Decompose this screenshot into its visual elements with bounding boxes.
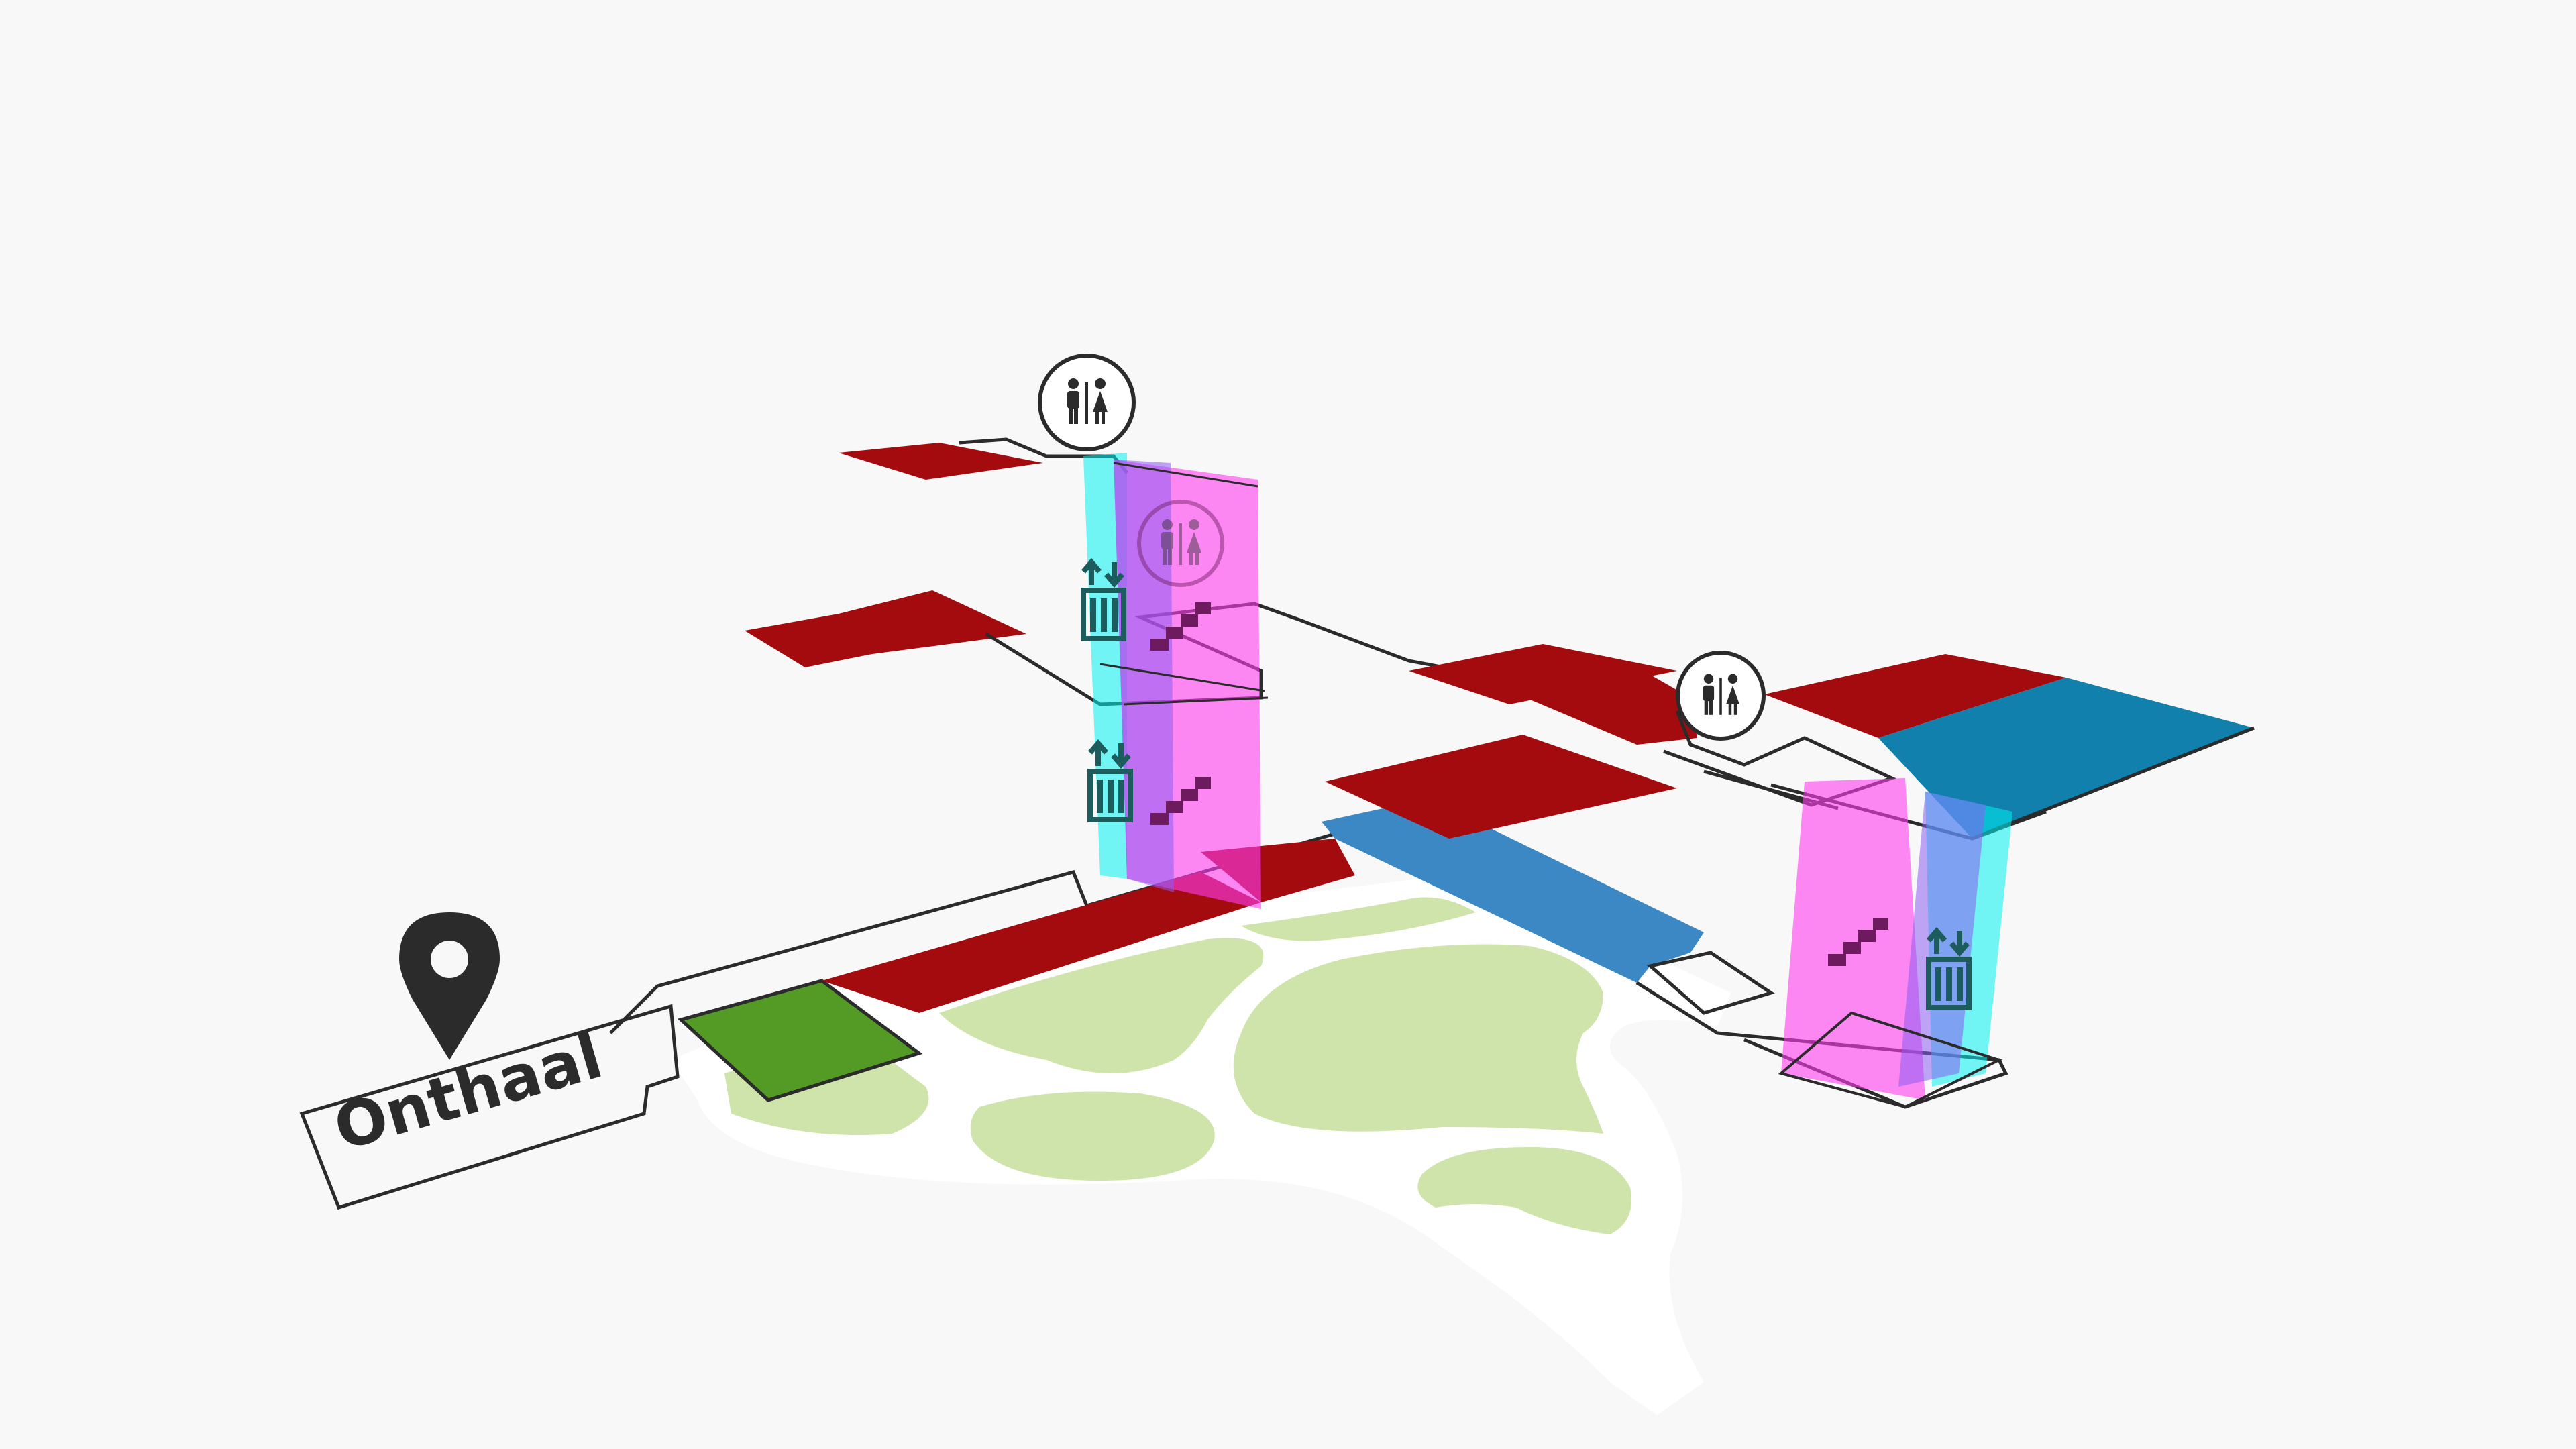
room-red xyxy=(1764,654,2066,738)
room-red xyxy=(822,872,1261,1013)
room-red xyxy=(839,443,1043,480)
room-blue-dark xyxy=(1878,678,2254,839)
room-blue xyxy=(1322,798,1704,983)
restroom-icon[interactable] xyxy=(1676,651,1766,741)
room-green xyxy=(678,979,923,1102)
room-red xyxy=(745,590,1026,667)
shaft-floor-outline xyxy=(1778,1011,2003,1109)
corridor-outline xyxy=(1635,951,2008,1109)
garden-lawn xyxy=(939,938,1264,1073)
shaft-floor-outline xyxy=(1099,462,1269,706)
garden-lawn xyxy=(970,1091,1215,1181)
vertical-shaft-right xyxy=(1778,778,2012,1109)
room-red xyxy=(1409,644,1677,704)
garden-lawn xyxy=(1417,1147,1631,1234)
room-red xyxy=(1509,671,1697,745)
garden-lawn xyxy=(1241,897,1476,941)
garden-lawn xyxy=(1233,944,1603,1134)
entrance-label[interactable]: Onthaal xyxy=(327,1020,610,1165)
restroom-icon xyxy=(1137,500,1224,587)
floor-0 xyxy=(678,735,2008,1109)
ground-level xyxy=(299,830,1731,1415)
location-pin-icon[interactable] xyxy=(399,912,500,1060)
corridor-outline xyxy=(1663,710,2255,841)
room-red xyxy=(1325,735,1677,839)
restroom-icon[interactable] xyxy=(1038,354,1136,451)
entrance-building-outline xyxy=(299,1004,680,1210)
stair-shaft xyxy=(1781,778,1925,1100)
floor-1 xyxy=(745,590,2255,841)
vertical-shaft-left xyxy=(1083,453,1269,909)
